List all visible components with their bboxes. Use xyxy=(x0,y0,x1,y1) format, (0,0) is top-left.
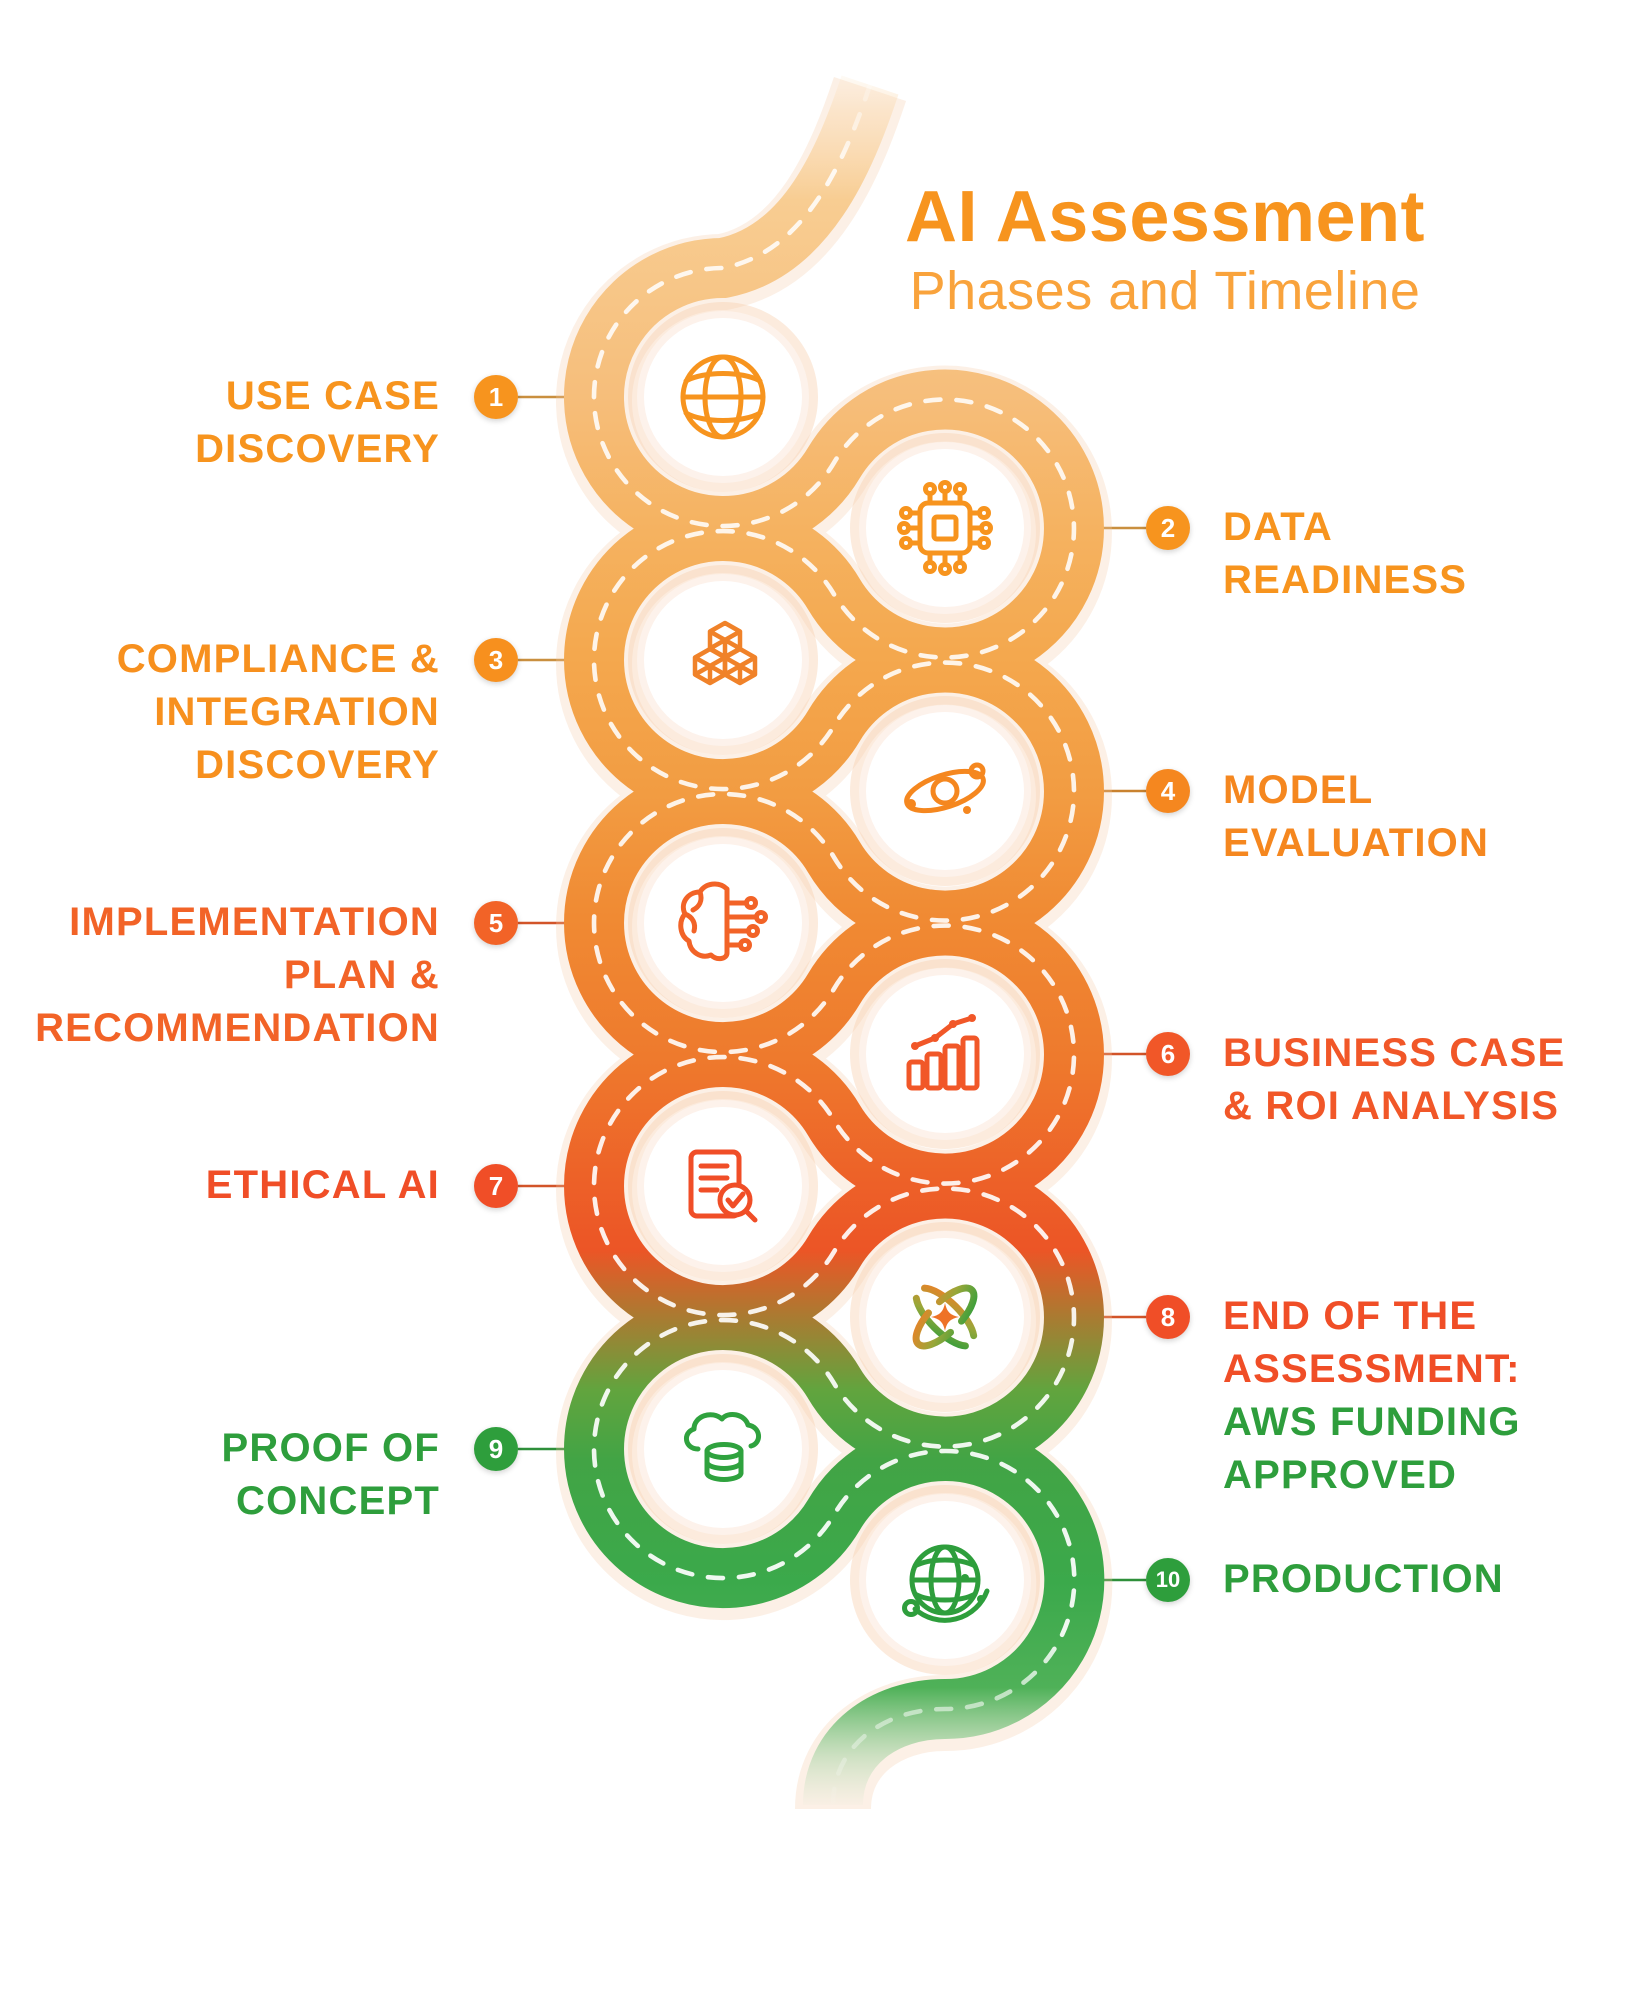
phase-4-label-line: MODEL xyxy=(1223,768,1374,812)
phase-8-label-line: APPROVED xyxy=(1223,1453,1458,1497)
phase-8-badge: 8 xyxy=(1146,1295,1190,1339)
phase-3-label-line: DISCOVERY xyxy=(195,743,440,787)
phase-3-label-line: INTEGRATION xyxy=(154,690,440,734)
phase-5-label: IMPLEMENTATION PLAN & RECOMMENDATION xyxy=(35,896,440,1055)
phase-9-label-line: CONCEPT xyxy=(236,1479,440,1523)
phase-2-badge: 2 xyxy=(1146,506,1190,550)
phase-3-node xyxy=(628,565,818,755)
phase-10-node xyxy=(850,1485,1040,1675)
phase-4-node xyxy=(850,696,1040,886)
phase-10-badge: 10 xyxy=(1146,1558,1190,1602)
phase-2-node xyxy=(850,433,1040,623)
atom-star-icon xyxy=(912,1284,978,1350)
phase-6-label-line: BUSINESS CASE xyxy=(1223,1031,1566,1075)
phase-9-badge: 9 xyxy=(474,1427,518,1471)
phase-8-label: END OF THE ASSESSMENT: AWS FUNDING APPROVED xyxy=(1223,1290,1521,1502)
phase-1-label-line: DISCOVERY xyxy=(195,427,440,471)
phase-6-node xyxy=(850,959,1040,1149)
node-disc xyxy=(644,844,802,1002)
phase-1-node xyxy=(628,302,818,492)
page-title: AI Assessment Phases and Timeline xyxy=(880,178,1450,322)
bar-chart-icon xyxy=(906,1014,980,1091)
phase-5-badge: 5 xyxy=(474,901,518,945)
phase-4-label: MODEL EVALUATION xyxy=(1223,764,1489,870)
phase-2-label: DATA READINESS xyxy=(1223,501,1467,607)
phase-5-label-line: RECOMMENDATION xyxy=(35,1006,440,1050)
phase-3-label: COMPLIANCE & INTEGRATION DISCOVERY xyxy=(117,633,440,792)
phase-4-label-line: EVALUATION xyxy=(1223,821,1490,865)
phase-8-label-line: ASSESSMENT: xyxy=(1223,1347,1521,1391)
brain-circuit-icon xyxy=(678,881,768,962)
phase-5-label-line: IMPLEMENTATION xyxy=(69,900,440,944)
cubes-icon xyxy=(692,620,758,686)
globe-icon xyxy=(680,354,766,440)
phase-7-node xyxy=(628,1091,818,1281)
phase-3-label-line: COMPLIANCE & xyxy=(116,637,440,681)
phase-1-label: USE CASE DISCOVERY xyxy=(195,370,440,476)
phase-5-label-line: PLAN & xyxy=(283,953,440,997)
phase-8-label-line: AWS FUNDING xyxy=(1223,1400,1521,1444)
globe-network-icon xyxy=(902,1544,990,1623)
phase-7-badge: 7 xyxy=(474,1164,518,1208)
phase-4-badge: 4 xyxy=(1146,769,1190,813)
cloud-database-icon xyxy=(684,1411,761,1482)
phase-2-label-line: DATA xyxy=(1223,505,1333,549)
orbit-icon xyxy=(904,762,986,814)
phase-7-label-line: ETHICAL AI xyxy=(205,1163,440,1207)
chip-icon xyxy=(897,480,993,576)
phase-9-label: PROOF OF CONCEPT xyxy=(222,1422,441,1528)
phase-6-label: BUSINESS CASE & ROI ANALYSIS xyxy=(1223,1027,1565,1133)
audit-document-icon xyxy=(688,1149,758,1223)
node-disc xyxy=(866,712,1024,870)
title-subtitle: Phases and Timeline xyxy=(909,261,1421,321)
phase-8-label-line: END OF THE xyxy=(1223,1294,1478,1338)
phase-1-badge: 1 xyxy=(474,375,518,419)
phase-2-label-line: READINESS xyxy=(1223,558,1468,602)
phase-6-badge: 6 xyxy=(1146,1032,1190,1076)
phase-9-label-line: PROOF OF xyxy=(221,1426,440,1470)
phase-1-label-line: USE CASE xyxy=(225,374,440,418)
phase-9-node xyxy=(628,1354,818,1544)
phase-10-label-line: PRODUCTION xyxy=(1223,1557,1504,1601)
phase-6-label-line: & ROI ANALYSIS xyxy=(1223,1084,1560,1128)
phase-5-node xyxy=(628,828,818,1018)
road-center-dashes xyxy=(591,82,1077,1808)
phase-3-badge: 3 xyxy=(474,638,518,682)
node-disc xyxy=(644,1107,802,1265)
node-disc xyxy=(644,1370,802,1528)
phase-8-node xyxy=(850,1222,1040,1412)
phase-7-label: ETHICAL AI xyxy=(206,1159,440,1212)
phase-10-label: PRODUCTION xyxy=(1223,1553,1504,1606)
node-disc xyxy=(866,449,1024,607)
title-main: AI Assessment xyxy=(904,177,1426,257)
